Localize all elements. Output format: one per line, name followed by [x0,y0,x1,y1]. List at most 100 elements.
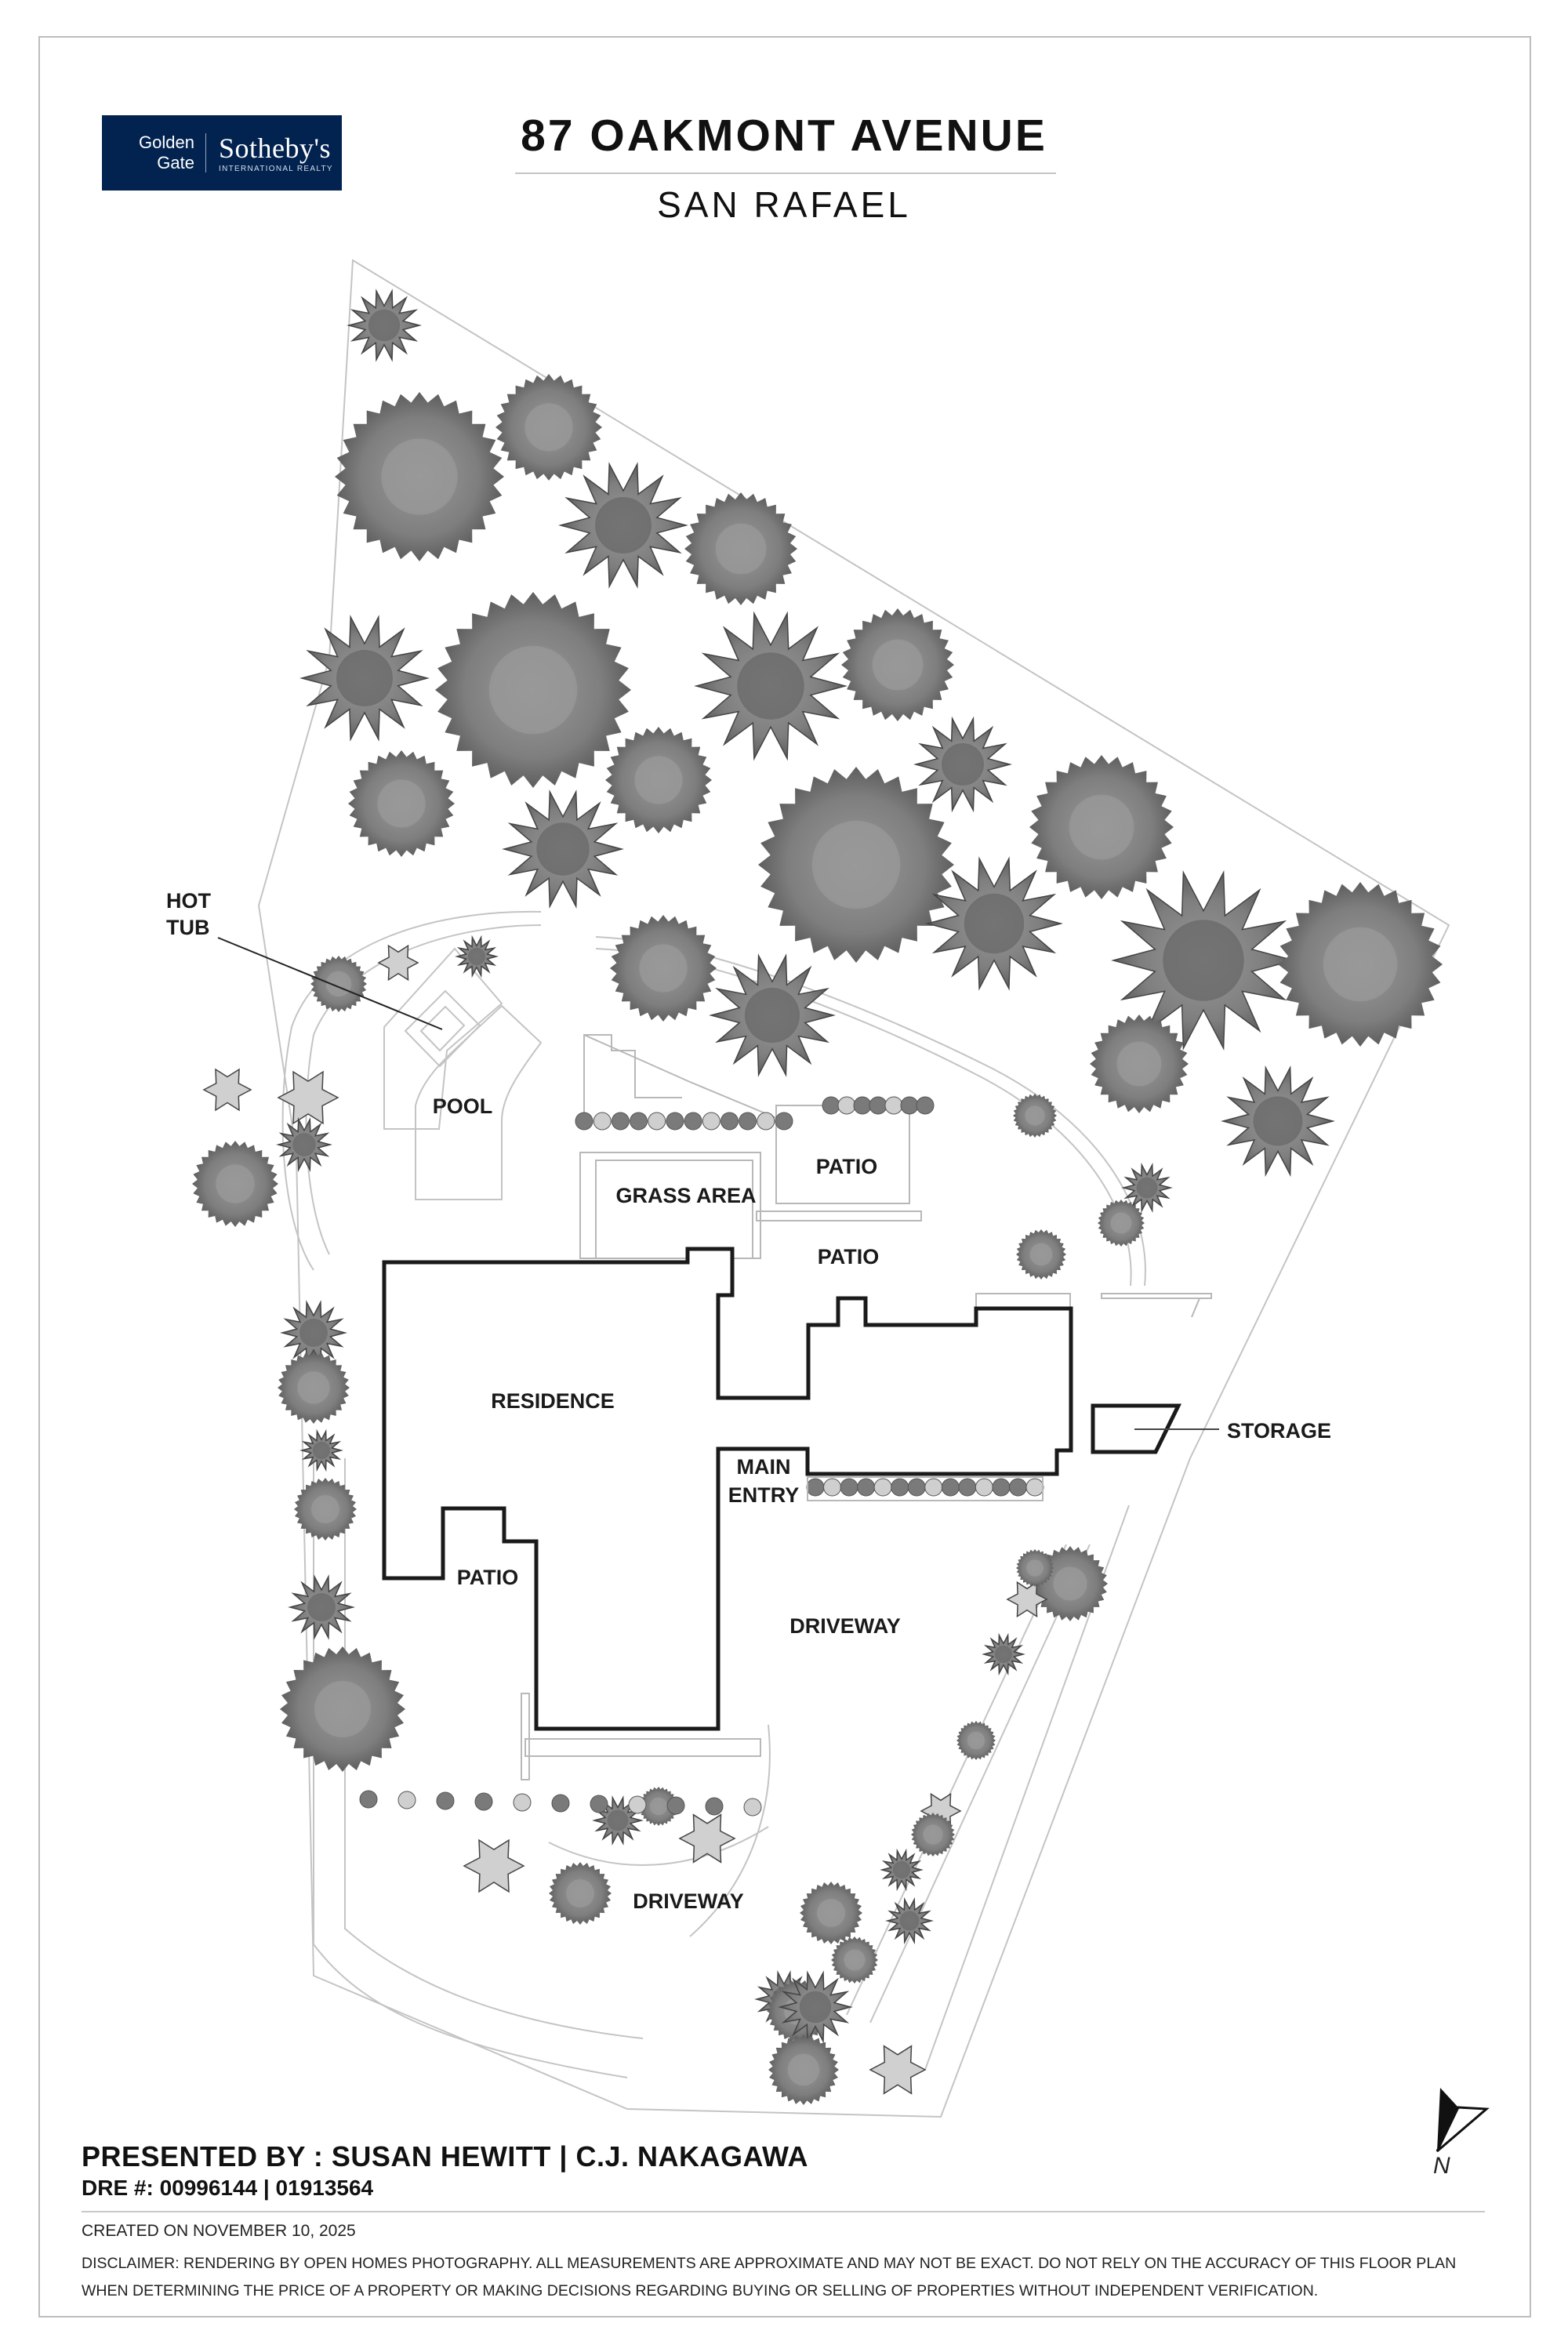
label-residence: RESIDENCE [491,1389,615,1413]
bushy-tree-icon [192,1141,278,1227]
small-shrub-icon [590,1795,608,1813]
spiky-tree-icon [880,1848,924,1892]
spiky-tree-icon [778,1970,853,2044]
page-border [38,36,1531,2318]
spiky-tree-icon [558,462,688,589]
bushy-tree-icon [348,750,455,857]
bushy-tree-icon [841,608,954,721]
bushy-tree-icon [495,374,602,481]
spiky-tree-icon [925,856,1063,991]
flowering-shrub-icon [277,1070,339,1125]
small-shrub-icon [941,1478,960,1497]
bushy-tree-icon [335,392,504,561]
small-shrub-icon [840,1478,858,1497]
bushy-tree-icon [1278,882,1443,1047]
bushy-tree-icon [435,592,631,788]
title-divider [515,172,1056,174]
label-patio-center: PATIO [818,1245,880,1269]
logo-sothebys: Sotheby's INTERNATIONAL REALTY [206,133,333,173]
spiky-tree-icon [299,1428,343,1472]
small-shrub-icon [907,1478,926,1497]
flowering-shrub-icon [377,944,419,982]
small-shrub-icon [823,1478,842,1497]
small-shrub-icon [992,1478,1011,1497]
brokerage-logo: Golden Gate Sotheby's INTERNATIONAL REAL… [102,115,342,191]
presented-by: PRESENTED BY : SUSAN HEWITT | C.J. NAKAG… [82,2140,808,2172]
small-shrub-icon [666,1112,684,1131]
spiky-tree-icon [347,289,422,362]
bushy-tree-icon [610,915,717,1022]
label-main-entry-line1: MAIN [737,1455,791,1479]
label-pool: POOL [433,1094,493,1118]
spiky-tree-icon [299,615,430,742]
small-shrub-icon [869,1096,887,1115]
dre-numbers: DRE #: 00996144 | 01913564 [82,2176,374,2200]
small-shrub-icon [593,1112,612,1131]
logo-golden: Golden [139,132,194,152]
spiky-tree-icon [276,1116,332,1173]
bushy-tree-icon [1016,1549,1054,1587]
small-shrub-icon [513,1793,532,1812]
small-shrub-icon [666,1796,685,1815]
spiky-tree-icon [1121,1162,1173,1214]
bushy-tree-icon [1013,1094,1057,1138]
small-shrub-icon [611,1112,630,1131]
flowering-shrub-icon [869,2045,927,2095]
spiky-tree-icon [982,1632,1025,1676]
small-shrub-icon [900,1096,919,1115]
label-driveway-lower: DRIVEWAY [633,1889,744,1913]
disclaimer: DISCLAIMER: RENDERING BY OPEN HOMES PHOT… [82,2250,1508,2305]
small-shrub-icon [757,1112,775,1131]
footer-divider [82,2211,1485,2212]
flowering-shrub-icon [202,1068,252,1112]
small-shrub-icon [891,1478,909,1497]
bushy-tree-icon [1016,1229,1066,1279]
hardscape [521,1034,1212,1780]
label-hot-tub-line1: HOT [166,889,212,913]
small-shrub-icon [359,1790,378,1809]
label-patio-north: PATIO [816,1155,878,1178]
pool-area [383,947,543,1200]
spiky-tree-icon [1221,1065,1335,1178]
spiky-tree-icon [455,935,499,978]
small-shrub-icon [975,1478,993,1497]
spiky-tree-icon [694,611,848,761]
property-city: SAN RAFAEL [657,184,911,225]
label-storage: STORAGE [1227,1419,1331,1443]
small-shrub-icon [551,1794,570,1813]
small-shrub-icon [853,1096,872,1115]
small-shrub-icon [702,1112,720,1131]
small-shrub-icon [630,1112,648,1131]
north-arrow-icon: N [1433,2088,1490,2179]
bushy-tree-icon [800,1882,862,1944]
small-shrub-icon [958,1478,977,1497]
small-shrub-icon [575,1112,593,1131]
bushy-tree-icon [605,727,712,833]
small-shrub-icon [916,1096,935,1115]
small-shrub-icon [1025,1478,1044,1497]
small-shrub-icon [628,1795,647,1814]
bushy-tree-icon [639,1787,678,1826]
spiky-tree-icon [885,1896,934,1945]
small-shrub-icon [705,1797,724,1816]
logo-sothebys-name: Sotheby's [219,132,331,164]
logo-divider [205,133,206,172]
small-shrub-icon [1008,1478,1027,1497]
disclaimer-line2: WHEN DETERMINING THE PRICE OF A PROPERTY… [82,2282,1319,2299]
label-hot-tub-line2: TUB [166,916,210,939]
bushy-tree-icon [1090,1014,1189,1113]
spiky-tree-icon [280,1300,347,1366]
bushy-tree-icon [1029,755,1174,899]
bushy-tree-icon [684,492,797,605]
spiky-tree-icon [709,953,836,1077]
bushy-tree-icon [280,1646,405,1772]
small-shrub-icon [857,1478,876,1497]
small-shrub-icon [837,1096,856,1115]
small-shrub-icon [684,1112,702,1131]
logo-golden-gate: Golden Gate [102,132,205,173]
disclaimer-line1: DISCLAIMER: RENDERING BY OPEN HOMES PHOT… [82,2255,1457,2272]
small-shrub-icon [648,1112,666,1131]
small-shrub-icon [873,1478,892,1497]
bushy-tree-icon [831,1936,878,1984]
